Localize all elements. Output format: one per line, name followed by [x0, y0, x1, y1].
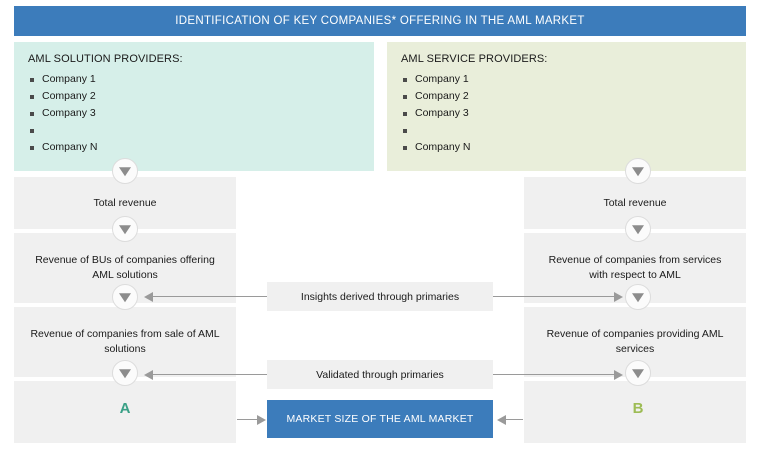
chevron-down-circle-icon: [112, 216, 138, 242]
arrow-left-icon: [497, 415, 506, 425]
service-providers-heading: AML SERVICE PROVIDERS:: [401, 53, 548, 65]
chevron-down-circle-icon: [625, 284, 651, 310]
list-item: Company N: [28, 139, 374, 156]
connector-line: [148, 374, 267, 376]
note-validated-through-primaries: Validated through primaries: [267, 360, 493, 389]
arrow-right-icon: [257, 415, 266, 425]
solution-providers-heading: AML SOLUTION PROVIDERS:: [28, 53, 183, 65]
left-step-result: [14, 381, 236, 443]
list-item: Company 3: [401, 105, 746, 122]
arrow-right-icon: [614, 292, 623, 302]
chevron-down-circle-icon: [625, 216, 651, 242]
arrow-left-icon: [144, 370, 153, 380]
right-branch-label: B: [632, 400, 644, 417]
list-item: [401, 122, 746, 139]
connector-line: [502, 419, 523, 421]
note-insights-derived: Insights derived through primaries: [267, 282, 493, 311]
chevron-down-circle-icon: [112, 360, 138, 386]
aml-solution-providers-panel: AML SOLUTION PROVIDERS: Company 1 Compan…: [14, 42, 374, 171]
right-step-result: [524, 381, 746, 443]
connector-line: [237, 419, 258, 421]
list-item: Company 1: [401, 71, 746, 88]
list-item: Company N: [401, 139, 746, 156]
arrow-right-icon: [614, 370, 623, 380]
chevron-down-circle-icon: [625, 158, 651, 184]
arrow-left-icon: [144, 292, 153, 302]
service-providers-list: Company 1 Company 2 Company 3 Company N: [401, 71, 746, 156]
chevron-down-circle-icon: [112, 284, 138, 310]
list-item: [28, 122, 374, 139]
left-branch-label: A: [119, 400, 131, 417]
list-item: Company 2: [401, 88, 746, 105]
list-item: Company 2: [28, 88, 374, 105]
market-size-result-box: MARKET SIZE OF THE AML MARKET: [267, 400, 493, 438]
connector-line: [493, 296, 615, 298]
right-step-total-revenue: Total revenue: [524, 177, 746, 229]
solution-providers-list: Company 1 Company 2 Company 3 Company N: [28, 71, 374, 156]
connector-line: [148, 296, 267, 298]
page-title: IDENTIFICATION OF KEY COMPANIES* OFFERIN…: [14, 6, 746, 36]
list-item: Company 3: [28, 105, 374, 122]
connector-line: [493, 374, 615, 376]
chevron-down-circle-icon: [625, 360, 651, 386]
chevron-down-circle-icon: [112, 158, 138, 184]
aml-service-providers-panel: AML SERVICE PROVIDERS: Company 1 Company…: [387, 42, 746, 171]
list-item: Company 1: [28, 71, 374, 88]
